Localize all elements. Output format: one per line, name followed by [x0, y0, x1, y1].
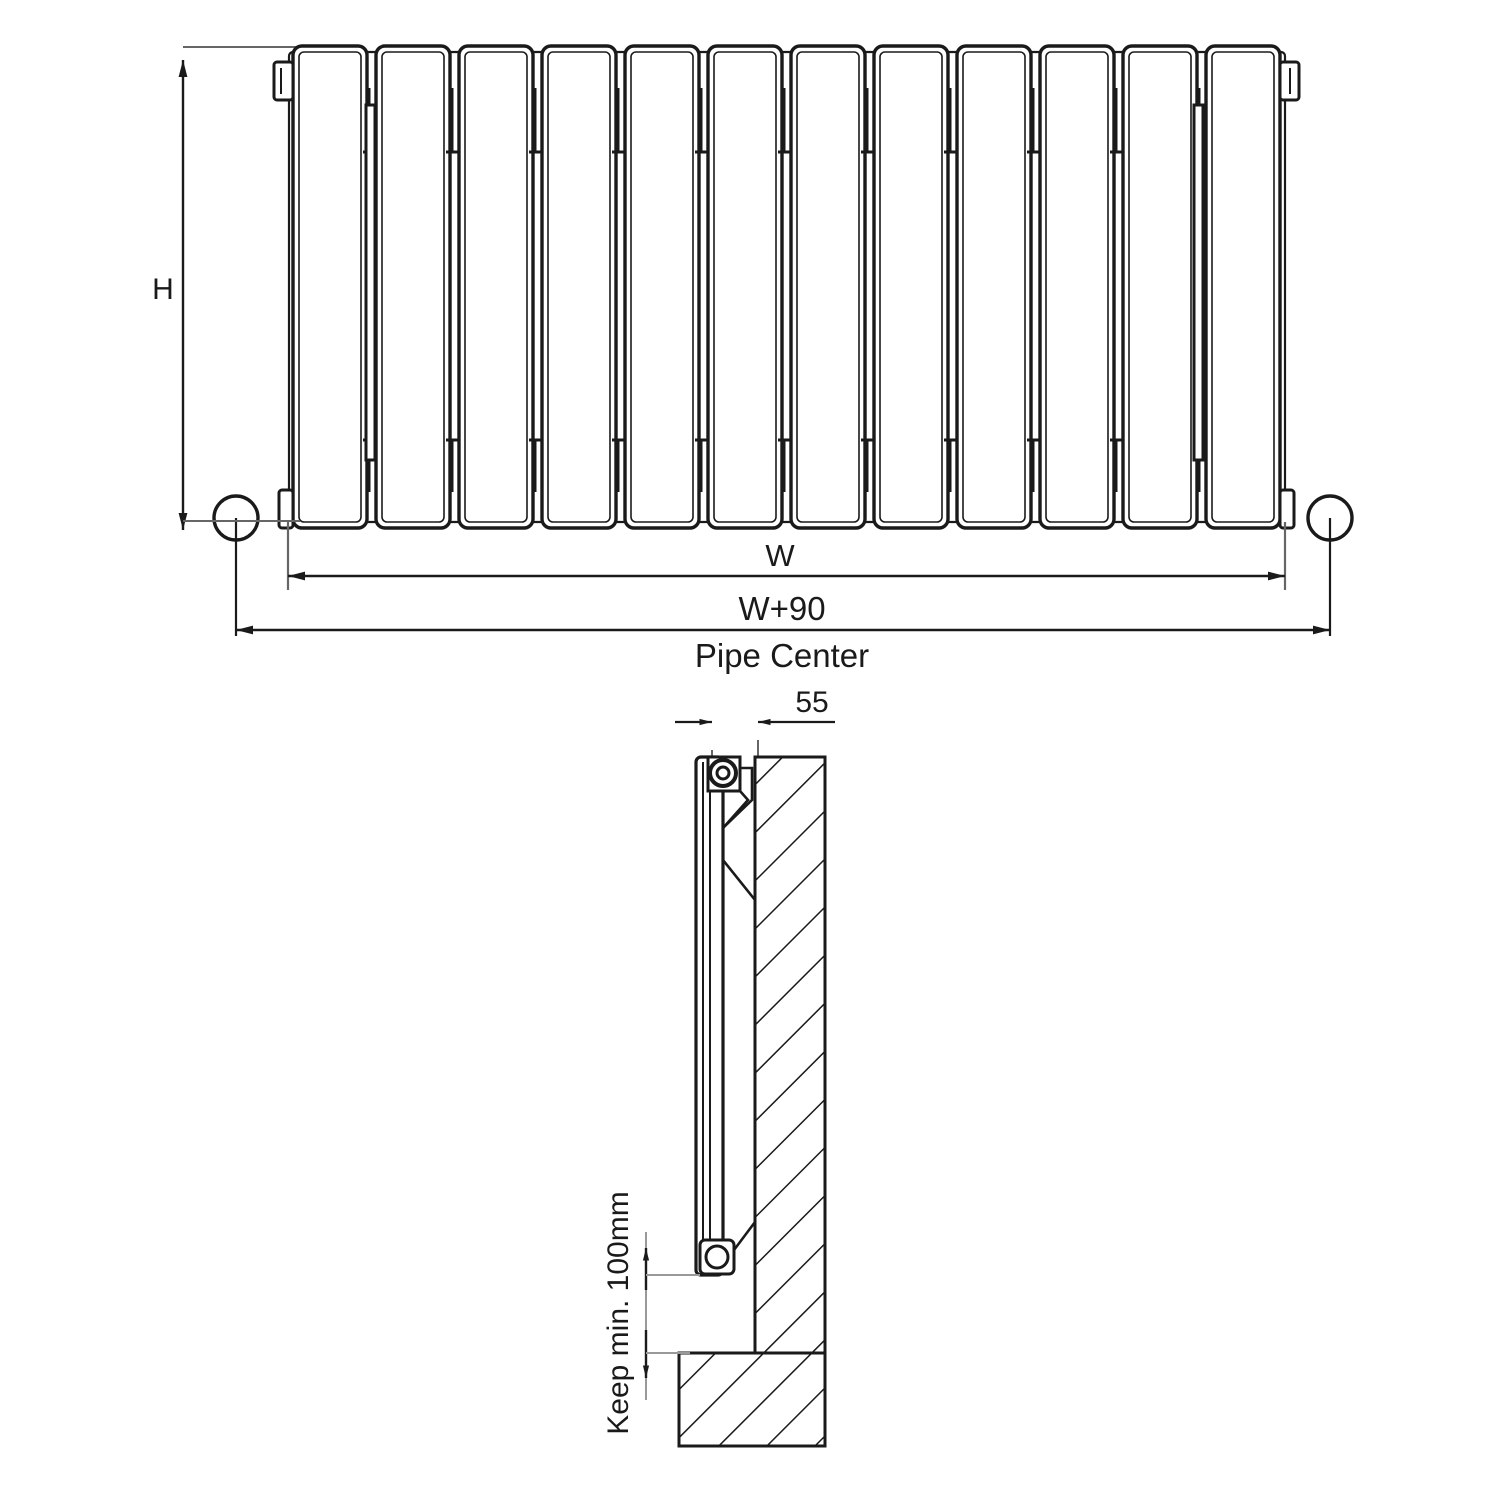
panel-12 — [1204, 44, 1282, 530]
panel-11 — [1121, 44, 1199, 530]
bracket-mark-bot-6 — [778, 438, 790, 492]
height-dimension: H — [152, 46, 300, 530]
panel-seam-12 — [1211, 51, 1275, 523]
left-tab-body — [272, 60, 295, 102]
internal-rails — [364, 103, 1205, 462]
front-elevation-group: H — [152, 44, 1354, 674]
bracket-mark-bot-9 — [1027, 438, 1039, 492]
bracket-mark-top-9 — [1027, 88, 1039, 154]
bracket-mark-top-2 — [446, 88, 458, 154]
wall-lower — [677, 1351, 827, 1448]
bracket-fixing-inner-icon — [715, 765, 731, 781]
bracket-mark-top-8 — [944, 88, 956, 154]
bracket-mark-bot-7 — [861, 438, 873, 492]
top-mounting-bracket — [706, 755, 757, 1270]
height-label: H — [152, 273, 174, 306]
left-foot — [277, 488, 295, 530]
bracket-mark-top-4 — [612, 88, 624, 154]
panels — [291, 44, 1282, 530]
panel-5 — [623, 44, 701, 530]
panel-seam-11 — [1128, 51, 1192, 523]
panel-1 — [291, 44, 369, 530]
bracket-mark-top-6 — [778, 88, 790, 154]
panel-seam-7 — [796, 51, 860, 523]
radiator-panel-array — [272, 44, 1301, 530]
width-label: W — [765, 538, 795, 573]
valve-port-icon — [704, 1244, 730, 1270]
overall-width-label: W+90 — [738, 590, 825, 627]
top-bracket-marks — [363, 88, 1205, 154]
internal-rail-right — [1192, 103, 1205, 462]
bracket-mark-bot-10 — [1110, 438, 1122, 492]
panel-seam-6 — [713, 51, 777, 523]
radiator-backplate — [287, 50, 1287, 524]
internal-rail-left — [364, 103, 377, 462]
right-foot — [1278, 488, 1296, 530]
panel-seam-4 — [547, 51, 611, 523]
panel-seam-10 — [1045, 51, 1109, 523]
width-dimension: W — [286, 522, 1287, 590]
bracket-arm-lower — [722, 790, 750, 829]
bracket-mark-top-5 — [695, 88, 707, 154]
panel-10 — [1038, 44, 1116, 530]
depth-label: 55 — [795, 686, 828, 719]
clearance-dimension: Keep min. 100mm — [602, 1191, 700, 1435]
wall-lower-hatch — [679, 1353, 825, 1446]
overall-width-dimension: W+90 Pipe Center — [236, 590, 1330, 674]
panel-seam-2 — [381, 51, 445, 523]
side-section-group: 55 — [602, 686, 835, 1448]
panel-9 — [955, 44, 1033, 530]
wall-upper — [753, 755, 827, 1355]
bottom-valve — [698, 1221, 757, 1276]
radiator-side-profile — [694, 755, 725, 1277]
panel-6 — [706, 44, 784, 530]
bracket-mark-bot-3 — [529, 438, 541, 492]
pipe-connection-points — [183, 494, 1354, 636]
bracket-mark-bot-5 — [695, 438, 707, 492]
panel-seams — [298, 51, 1275, 523]
bracket-mark-top-3 — [529, 88, 541, 154]
bracket-mark-bot-4 — [612, 438, 624, 492]
panel-3 — [457, 44, 535, 530]
bracket-arm-upper — [721, 766, 757, 901]
panel-7 — [789, 44, 867, 530]
bracket-mark-bot-8 — [944, 438, 956, 492]
panel-4 — [540, 44, 618, 530]
bracket-mark-bot-2 — [446, 438, 458, 492]
valve-connector-line — [732, 1221, 757, 1251]
wall-upper-hatch — [755, 757, 825, 1353]
bottom-bracket-marks — [363, 438, 1205, 492]
panel-seam-9 — [962, 51, 1026, 523]
panel-seam-3 — [464, 51, 528, 523]
bracket-mark-top-10 — [1110, 88, 1122, 154]
panel-seam-8 — [879, 51, 943, 523]
pipe-center-label: Pipe Center — [695, 637, 869, 674]
clearance-label: Keep min. 100mm — [602, 1191, 635, 1434]
left-connector-tab — [272, 60, 295, 102]
panel-seam-5 — [630, 51, 694, 523]
panel-seam-1 — [298, 51, 362, 523]
right-connector-tab — [1278, 60, 1301, 102]
bracket-mark-top-7 — [861, 88, 873, 154]
panel-2 — [374, 44, 452, 530]
panel-8 — [872, 44, 950, 530]
